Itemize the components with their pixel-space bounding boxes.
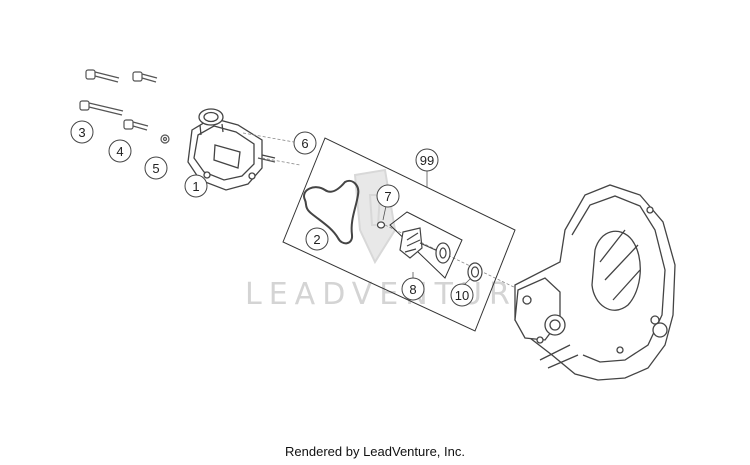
impeller-assembly xyxy=(376,221,483,282)
footer-credit: Rendered by LeadVenture, Inc. xyxy=(285,444,465,459)
gasket xyxy=(303,179,360,245)
callout-label-1: 1 xyxy=(192,179,199,194)
callout-label-3: 3 xyxy=(78,125,85,140)
callout-7: 7 xyxy=(376,184,400,208)
callouts: 3 4 5 1 6 99 7 2 8 10 xyxy=(70,120,474,307)
callout-10: 10 xyxy=(450,283,474,307)
callout-8: 8 xyxy=(401,277,425,301)
callout-6: 6 xyxy=(293,131,317,155)
bolt-long xyxy=(79,100,124,116)
callout-2: 2 xyxy=(305,227,329,251)
callout-label-4: 4 xyxy=(116,144,123,159)
callout-3: 3 xyxy=(70,120,94,144)
watermark-logo xyxy=(353,168,397,265)
callout-1: 1 xyxy=(184,174,208,198)
callout-5: 5 xyxy=(144,156,168,180)
callout-label-99: 99 xyxy=(420,153,434,168)
clutch-cover xyxy=(514,184,676,381)
callout-label-8: 8 xyxy=(409,282,416,297)
callout-4: 4 xyxy=(108,139,132,163)
repair-kit-box xyxy=(282,137,516,332)
pin-6 xyxy=(257,157,276,163)
bolts xyxy=(79,69,170,144)
pump-cover xyxy=(187,108,276,191)
callout-label-2: 2 xyxy=(313,232,320,247)
callout-label-6: 6 xyxy=(301,136,308,151)
assembly-axis-lines xyxy=(242,132,521,291)
callout-label-10: 10 xyxy=(455,288,469,303)
watermark-text: LEADVENTURE xyxy=(245,277,543,312)
bolt-top-left xyxy=(85,69,120,83)
callout-label-7: 7 xyxy=(384,189,391,204)
impeller-kit-frame xyxy=(389,211,463,279)
washer-5 xyxy=(160,134,170,144)
bolt-top-right xyxy=(132,71,158,83)
callout-99: 99 xyxy=(415,148,439,172)
bolt-short xyxy=(123,119,149,131)
callout-label-5: 5 xyxy=(152,161,159,176)
